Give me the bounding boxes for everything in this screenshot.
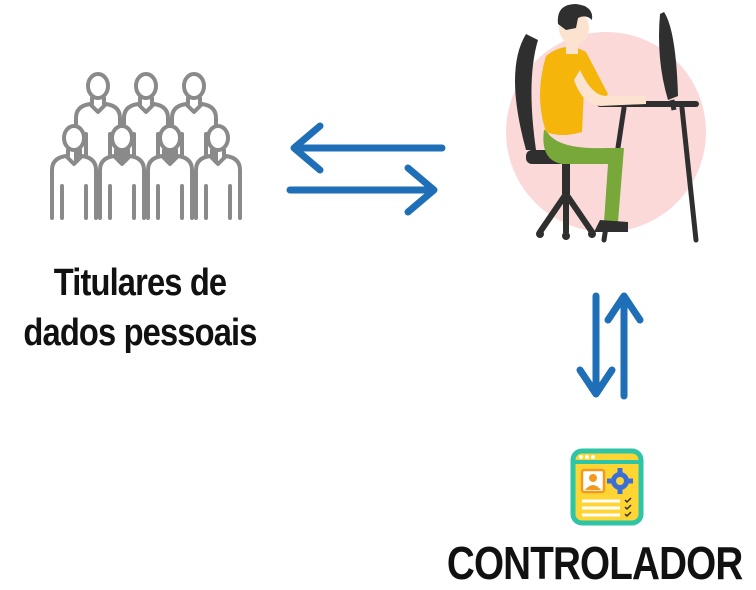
person-shape: [122, 72, 170, 168]
arrow-left-head: [290, 122, 324, 174]
data-subjects-label: Titulares de dados pessoais: [20, 258, 261, 358]
person-shape: [170, 72, 218, 168]
person-shape: [74, 72, 122, 168]
shirt: [540, 46, 608, 135]
data-subjects-label-line2: dados pessoais: [23, 312, 257, 354]
data-subjects-label-line1: Titulares de: [53, 262, 227, 304]
bidirectional-arrows-vertical-icon: [576, 292, 644, 400]
arrow-down-head: [576, 366, 616, 398]
arrow-right-head: [404, 164, 438, 216]
hair: [557, 4, 593, 30]
shoe: [594, 220, 628, 232]
pants: [543, 130, 624, 222]
bidirectional-arrows-horizontal-icon: [286, 122, 446, 216]
controller-label: CONTROLADOR: [446, 537, 743, 589]
arrow-up-head: [604, 292, 644, 324]
person-at-computer-icon: [506, 4, 706, 243]
profile-settings-icon: [570, 448, 644, 526]
people-group-icon: [50, 72, 242, 220]
chair-back: [515, 34, 538, 150]
